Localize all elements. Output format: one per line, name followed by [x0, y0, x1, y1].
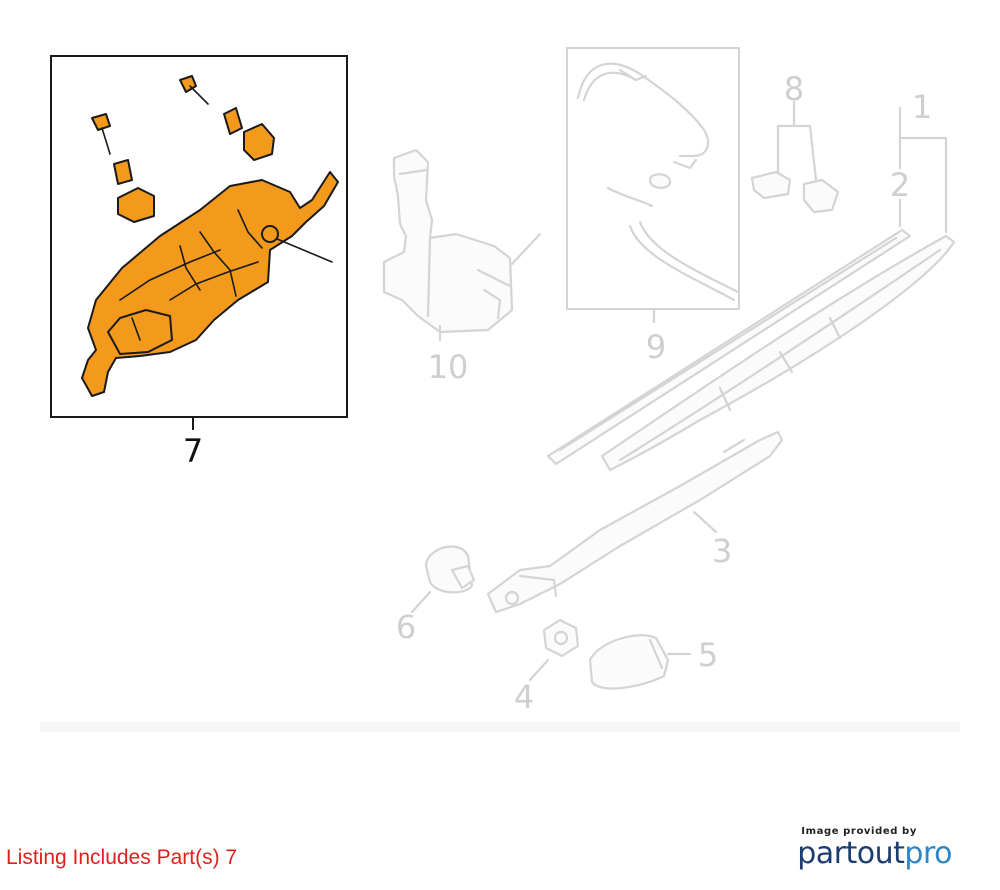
part-7-wiper-motor[interactable] [81, 75, 339, 397]
callout-2[interactable]: 2 [890, 166, 910, 204]
part-6-cap[interactable] [424, 545, 476, 594]
part-1-2-wiper-blade[interactable] [546, 106, 956, 472]
callout-6[interactable]: 6 [396, 608, 416, 646]
part-3-wiper-arm[interactable] [486, 430, 784, 614]
brand-text-dark: partout [797, 836, 905, 871]
partoutpro-logo: partoutpro [797, 837, 952, 871]
diagram-baseline [40, 722, 960, 732]
callout-9[interactable]: 9 [646, 328, 666, 366]
part-9-washer-hose[interactable] [576, 62, 740, 302]
listing-caption: Listing Includes Part(s) 7 [6, 846, 238, 869]
part-8-clips[interactable] [750, 100, 840, 214]
callout-1[interactable]: 1 [912, 88, 932, 126]
callout-8[interactable]: 8 [784, 70, 804, 108]
callout-10[interactable]: 10 [428, 348, 469, 386]
brand-text-accent: pro [904, 836, 952, 871]
callout-7[interactable]: 7 [183, 432, 203, 470]
part-4-nut[interactable] [542, 618, 580, 658]
part-10-washer-reservoir[interactable] [382, 148, 542, 334]
image-credit-label: Image provided by [801, 826, 917, 837]
part-5-cover[interactable] [588, 634, 670, 690]
callout-4[interactable]: 4 [514, 678, 534, 716]
callout-5[interactable]: 5 [698, 636, 718, 674]
part-7-frame [50, 55, 348, 418]
callout-3[interactable]: 3 [712, 532, 732, 570]
image-credit: Image provided by partoutpro [797, 826, 952, 871]
